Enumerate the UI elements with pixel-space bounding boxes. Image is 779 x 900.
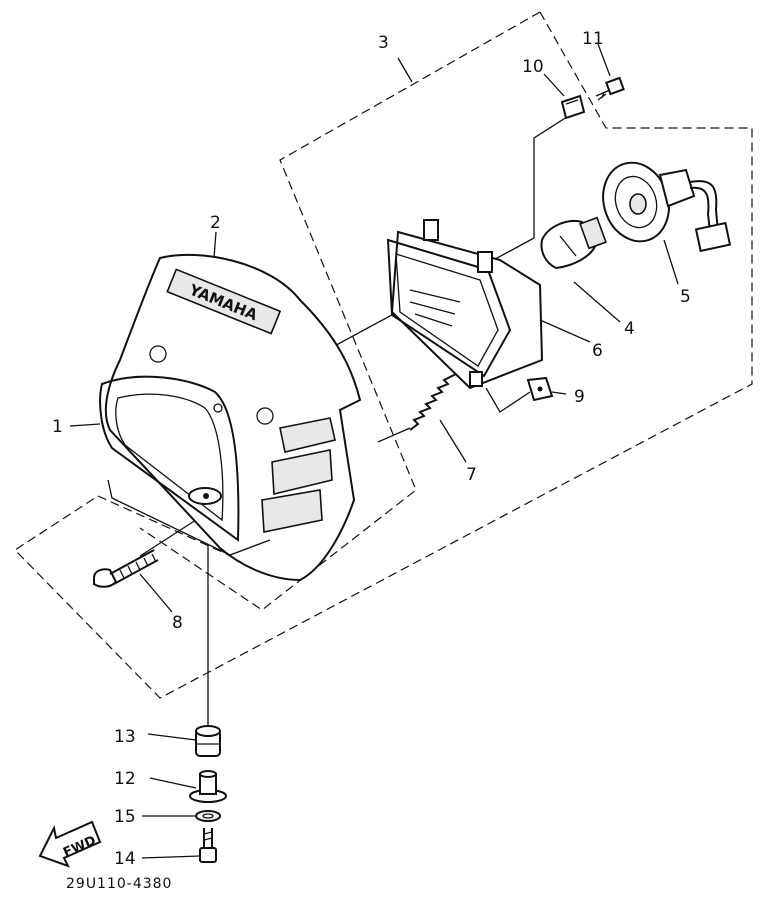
callout-7: 7 <box>466 465 477 485</box>
leader-10 <box>533 114 571 238</box>
screw-11 <box>595 76 625 101</box>
bulb-socket <box>602 161 732 253</box>
callout-10: 10 <box>522 57 544 77</box>
callout-12: 12 <box>114 769 136 789</box>
callout-6: 6 <box>592 341 603 361</box>
bolt-14 <box>199 828 217 863</box>
part-number: 29U110-4380 <box>66 876 172 892</box>
headlight-lens-unit <box>386 219 544 390</box>
grommet-13 <box>195 725 221 757</box>
callout-8: 8 <box>172 613 183 633</box>
callout-5: 5 <box>680 287 691 307</box>
callout-2: 2 <box>210 213 221 233</box>
callout-11: 11 <box>582 29 604 49</box>
fwd-arrow: FWD <box>38 820 102 868</box>
callout-14: 14 <box>114 849 136 869</box>
bolt-8 <box>93 549 159 588</box>
adjusting-spring <box>409 373 457 431</box>
leader-9 <box>485 387 531 413</box>
headlight-cover: YAMAHA <box>99 253 362 582</box>
callout-1: 1 <box>52 417 63 437</box>
callout-15: 15 <box>114 807 136 827</box>
assembly-3-outline <box>14 11 753 699</box>
clip-10 <box>560 94 586 120</box>
callout-3: 3 <box>378 33 389 53</box>
bolt-8-outline <box>97 495 241 561</box>
collar-12 <box>189 770 227 803</box>
assembly-3-outline-left <box>139 11 541 611</box>
leader-8 <box>139 519 197 557</box>
callout-13: 13 <box>114 727 136 747</box>
callout-9: 9 <box>574 387 585 407</box>
callout-4: 4 <box>624 319 635 339</box>
leader-7 <box>377 427 411 443</box>
bulb <box>540 216 607 270</box>
washer-15 <box>195 810 221 822</box>
callout-leaders <box>69 43 679 859</box>
nut-9 <box>526 376 554 402</box>
